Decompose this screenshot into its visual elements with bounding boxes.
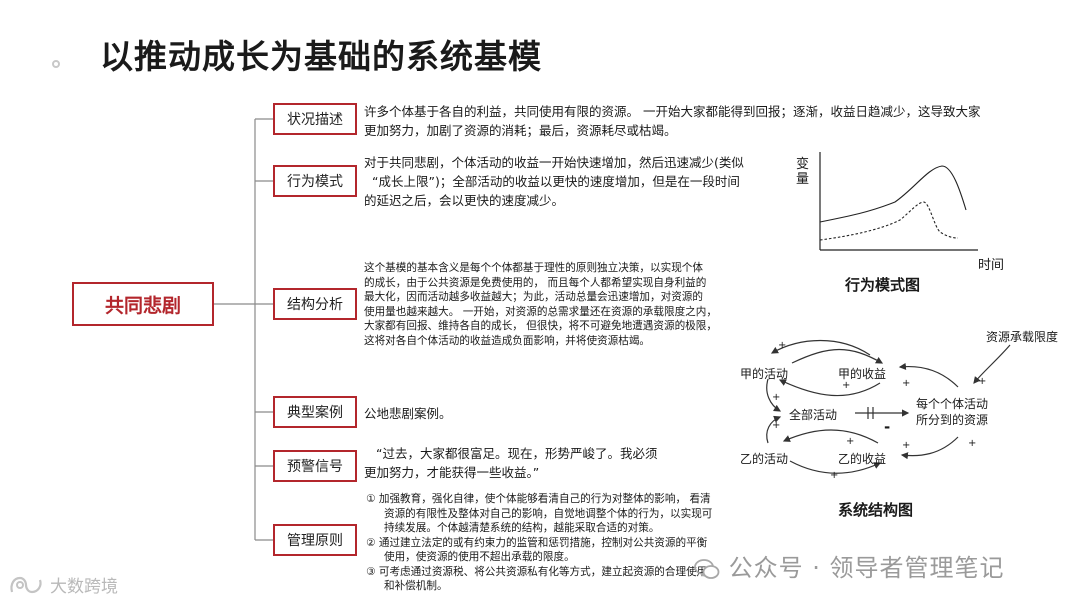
desc-line: 对于共同悲剧，个体活动的收益一开始快速增加，然后迅速减少(类似 (364, 155, 744, 170)
arrow-per-capita-to-b-gain (900, 436, 959, 460)
sign-minus: - (884, 418, 891, 436)
arrow-a-activity-to-gain (791, 348, 884, 364)
node-per-capita-resources: 每个个体活动 所分到的资源 (916, 396, 988, 428)
desc-line: 最大化，因而活动越多收益越大；为此，活动总量会迅速增加，对资源的 (364, 291, 703, 303)
structure-description: 这个基模的基本含义是每个个体都基于理性的原则独立决策，以实现个体 的成长，由于公… (364, 261, 784, 348)
category-warning-signal: 预警信号 (273, 450, 357, 482)
sign-plus: + (978, 376, 987, 387)
behavior-chart-ylabel: 变 量 (796, 157, 809, 187)
sign-plus: + (846, 436, 855, 447)
category-situation: 状况描述 (273, 103, 357, 135)
sign-plus: + (772, 420, 781, 431)
arrow-b-activity-to-gain (789, 460, 882, 474)
desc-line: 公地悲剧案例。 (364, 406, 452, 421)
watermark-logo-icon (10, 576, 42, 593)
desc-line: “过去，大家都很富足。现在，形势严峻了。我必须 (376, 446, 658, 461)
arrow-b-gain-to-activity (782, 429, 879, 444)
sign-plus: + (902, 440, 911, 451)
desc-line: 这将对各自个体活动的收益造成负面影响，并将使资源枯竭。 (364, 334, 651, 347)
watermark-account-name: 领导者管理笔记 (829, 554, 1005, 582)
root-node-tragedy-of-commons: 共同悲剧 (72, 282, 214, 326)
total-gain-curve (819, 165, 967, 223)
individual-gain-curve (819, 201, 959, 241)
principle-line: ① 加强教育，强化自律，使个体能够看清自己的行为对整体的影响， 看清 (366, 493, 711, 505)
arrow-b-activity-to-total (766, 415, 782, 444)
arrow-a-gain-back (770, 340, 871, 356)
behavior-description: 对于共同悲剧，个体活动的收益一开始快速增加，然后迅速减少(类似 “成长上限”)；… (364, 153, 784, 210)
behavior-chart-caption: 行为模式图 (845, 276, 921, 294)
node-b-gain: 乙的收益 (838, 452, 887, 466)
node-total-activity: 全部活动 (789, 408, 838, 422)
category-management-principle: 管理原则 (273, 524, 357, 556)
arrow-per-capita-to-a-gain (898, 362, 959, 388)
ylabel-char: 变 (796, 157, 810, 172)
situation-description: 许多个体基于各自的利益，共同使用有限的资源。 一开始大家都能得到回报；逐渐，收益… (364, 102, 1064, 140)
sign-plus: + (842, 380, 851, 391)
title-bullet-dot (52, 60, 60, 68)
sign-plus: + (968, 438, 977, 449)
principle-list: ① 加强教育，强化自律，使个体能够看清自己的行为对整体的影响， 看清 资源的有限… (366, 492, 786, 594)
sign-plus: + (830, 470, 839, 481)
watermark-prefix: 公众号 · (728, 554, 830, 582)
principle-line: 使用，使资源的使用不超出承载的限度。 (384, 551, 575, 563)
sign-plus: + (778, 340, 787, 351)
principle-line: ③ 可考虑通过资源税、将公共资源私有化等方式，建立起资源的合理使用 (366, 565, 708, 578)
category-structure-analysis: 结构分析 (273, 288, 357, 320)
structure-diagram-arrows (766, 340, 1011, 474)
principle-line: 资源的有限性及整体对自己的影响，自觉地调整个体的行为，以实现可 (384, 507, 713, 520)
behavior-chart-xlabel: 时间 (978, 258, 1005, 273)
page-title: 以推动成长为基础的系统基模 (100, 37, 542, 76)
desc-line: 大家都有回报、维持各自的成长， 但很快，将不可避免地遭遇资源的极限， (364, 320, 717, 332)
category-typical-case: 典型案例 (273, 396, 357, 428)
desc-line: “成长上限”)；全部活动的收益以更快的速度增加，但是在一段时间 (372, 174, 740, 189)
desc-line: 这个基模的基本含义是每个个体都基于理性的原则独立决策，以实现个体 (364, 262, 703, 274)
watermark-left: 大数跨境 (8, 572, 118, 597)
node-b-activity: 乙的活动 (740, 452, 789, 466)
node-resource-capacity: 资源承载限度 (986, 330, 1059, 344)
desc-line: 的延迟之后，会以更快的速度减少。 (364, 193, 565, 208)
category-behavior-pattern: 行为模式 (273, 165, 357, 197)
node-a-activity: 甲的活动 (740, 367, 789, 381)
principle-line: 持续发展。个体越清楚系统的结构，越能采取合适的对策。 (384, 522, 660, 534)
desc-line: 许多个体基于各自的利益，共同使用有限的资源。 一开始大家都能得到回报；逐渐，收益… (364, 104, 981, 119)
watermark-left-text: 大数跨境 (50, 577, 118, 597)
principle-line: ② 通过建立法定的或有约束力的监管和惩罚措施，控制对公共资源的平衡 (366, 536, 708, 549)
arrow-a-gain-to-activity (778, 379, 881, 397)
sign-plus: + (772, 392, 781, 403)
arrow-a-activity-to-total (766, 378, 782, 412)
case-description: 公地悲剧案例。 (364, 404, 664, 423)
ylabel-char: 量 (796, 172, 810, 187)
arrow-capacity-to-per-capita (973, 344, 1011, 384)
warning-description: “过去，大家都很富足。现在，形势严峻了。我必须 更加努力，才能获得一些收益。” (364, 444, 704, 482)
node-line: 每个个体活动 (916, 397, 989, 411)
structure-diagram-caption: 系统结构图 (838, 501, 914, 519)
sign-plus: + (902, 378, 911, 389)
principle-line: 和补偿机制。 (384, 580, 448, 592)
watermark-right: 公众号 · 领导者管理笔记 (694, 548, 1005, 583)
node-a-gain: 甲的收益 (838, 367, 887, 381)
node-line: 所分到的资源 (916, 413, 989, 427)
desc-line: 更加努力，才能获得一些收益。” (364, 465, 540, 480)
desc-line: 使用量也越来越大。 一开始，对资源的总需求量还在资源的承载限度之内， (364, 305, 717, 318)
desc-line: 更加努力，加剧了资源的消耗；最后，资源耗尽或枯竭。 (364, 123, 677, 138)
desc-line: 的成长，由于公共资源是免费使用的， 而且每个人都希望实现自身利益的 (364, 276, 707, 289)
behavior-chart-plot (819, 152, 978, 251)
wechat-icon (694, 559, 720, 579)
